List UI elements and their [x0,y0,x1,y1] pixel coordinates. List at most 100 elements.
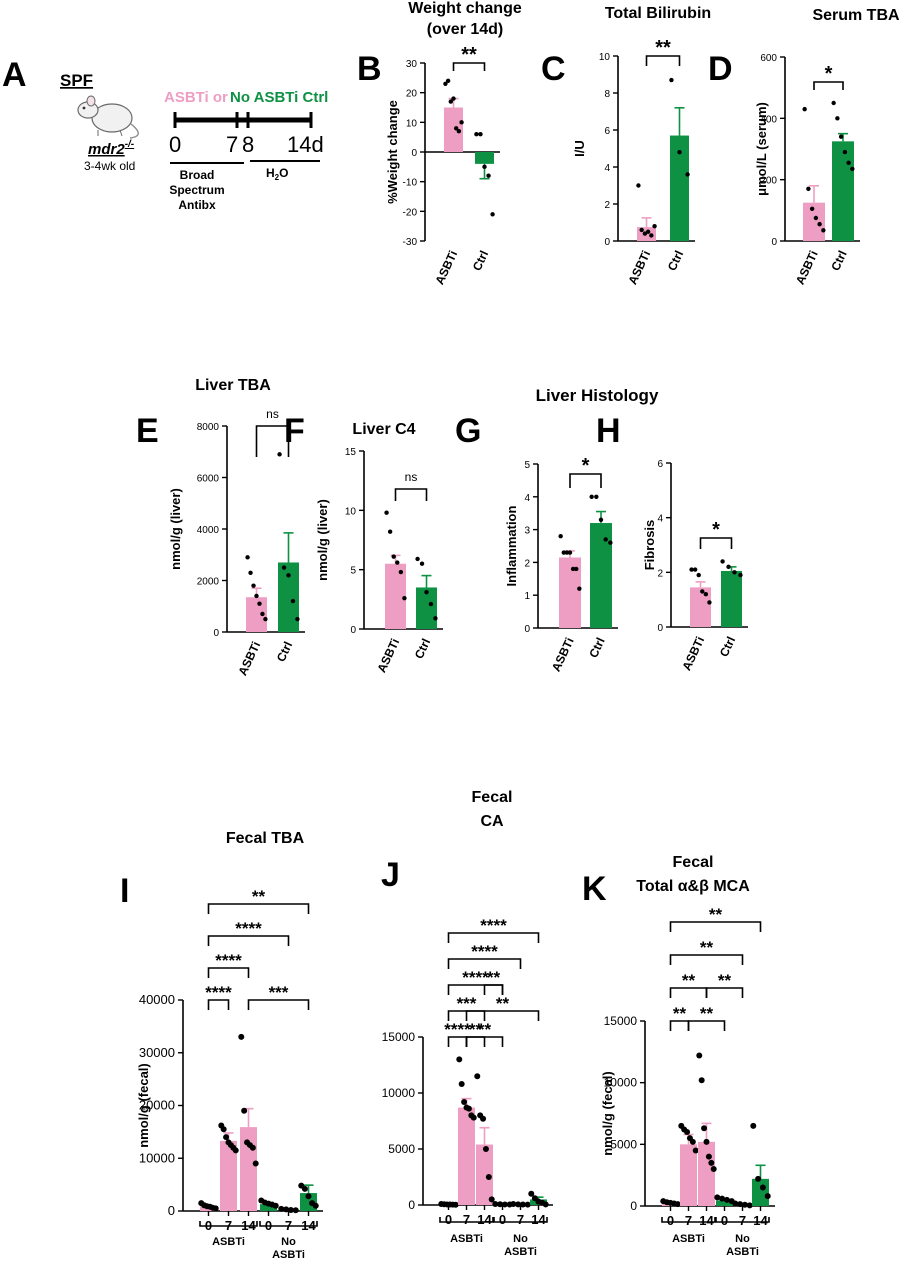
y-tick-label: 10 [406,118,418,129]
group-label: ASBTi [212,1236,245,1248]
data-point [470,1114,477,1121]
significance-label: ** [700,938,714,957]
bar [670,135,689,241]
data-point [232,1147,239,1154]
bar [260,1204,277,1211]
data-point [838,134,844,139]
data-point [398,569,404,575]
data-point [488,1196,495,1203]
y-tick-label: -30 [403,237,418,248]
data-point [732,570,737,575]
data-point [424,590,429,595]
category-label: ASBTi [549,635,577,673]
data-point [292,1207,299,1214]
significance-bracket [207,935,290,946]
y-tick-label: 4 [604,163,610,174]
data-point [842,149,848,155]
bar [278,562,299,632]
data-point [281,565,287,570]
data-point [272,1202,279,1209]
data-point [642,231,648,236]
significance-label: ** [709,905,723,924]
data-point [701,1125,708,1132]
y-tick-label: 6 [604,126,610,137]
data-point [677,150,682,155]
bar [246,597,267,632]
data-point [692,1147,699,1154]
y-tick-label: 0 [524,624,530,635]
data-point [696,572,701,578]
data-point [295,616,300,622]
category-label: Ctrl [470,248,491,273]
data-point [809,206,815,211]
significance-bracket [699,537,733,549]
data-point [603,537,608,542]
y-tick-label: 4 [524,493,530,504]
data-point [705,1153,712,1160]
data-point [570,566,576,572]
category-label: 7 [685,1213,692,1228]
data-point [415,556,420,562]
data-point [497,1201,504,1208]
data-point [490,212,495,217]
significance-bracket [394,488,428,501]
bar [690,587,711,627]
data-point [574,566,579,572]
category-label: ASBTi [625,248,653,286]
y-tick-label: 20 [406,89,418,100]
data-point [738,572,743,578]
panel-letter: H [596,412,621,450]
bar [385,563,406,629]
data-point [689,1138,696,1145]
y-tick-label: 15 [345,447,357,458]
significance-label: ns [266,407,279,421]
category-label: Ctrl [717,634,738,659]
bar [458,1107,475,1205]
group-label: No [281,1236,296,1248]
significance-label: **** [462,968,489,987]
data-point [759,1184,766,1191]
bar [220,1140,237,1211]
chart-title: Fecal [673,854,714,871]
data-point [482,1146,489,1152]
group-bracket [259,1221,318,1227]
y-axis-label: μmol/L (serum) [754,102,769,196]
data-point [703,592,709,597]
y-tick-label: 0 [350,625,356,636]
significance-label: * [712,519,720,541]
significance-label: **** [444,1020,471,1039]
panel-letter: J [381,856,400,894]
group-bracket [199,1221,258,1227]
timeline-tick-7: 7 [226,132,238,157]
spf-label: SPF [60,71,93,90]
chart-title: Fecal TBA [226,830,305,847]
data-point [384,510,389,515]
data-point [251,583,256,588]
significance-bracket [452,62,486,71]
chart-title: Weight change [408,0,522,17]
y-axis-label: nmol/g (liver) [315,499,330,581]
y-tick-label: 0 [657,623,663,634]
significance-label: * [582,455,590,477]
panel-letter: C [541,50,566,88]
y-tick-label: 8 [604,89,610,100]
y-axis-label: %Weight change [385,100,400,204]
data-point [456,1056,463,1063]
data-point [252,1160,259,1167]
significance-label: ** [478,1020,492,1039]
panel-letter: K [582,870,607,908]
y-tick-label: 15000 [604,1014,638,1028]
y-tick-label: 10000 [382,1086,416,1100]
significance-label: **** [205,983,232,1002]
data-point [459,120,464,125]
data-point [802,106,807,112]
y-axis-label: Fibrosis [642,520,657,571]
y-tick-label: 400 [760,114,777,125]
data-point [474,1073,481,1080]
y-tick-label: 5 [524,460,530,471]
data-point [249,1144,256,1151]
